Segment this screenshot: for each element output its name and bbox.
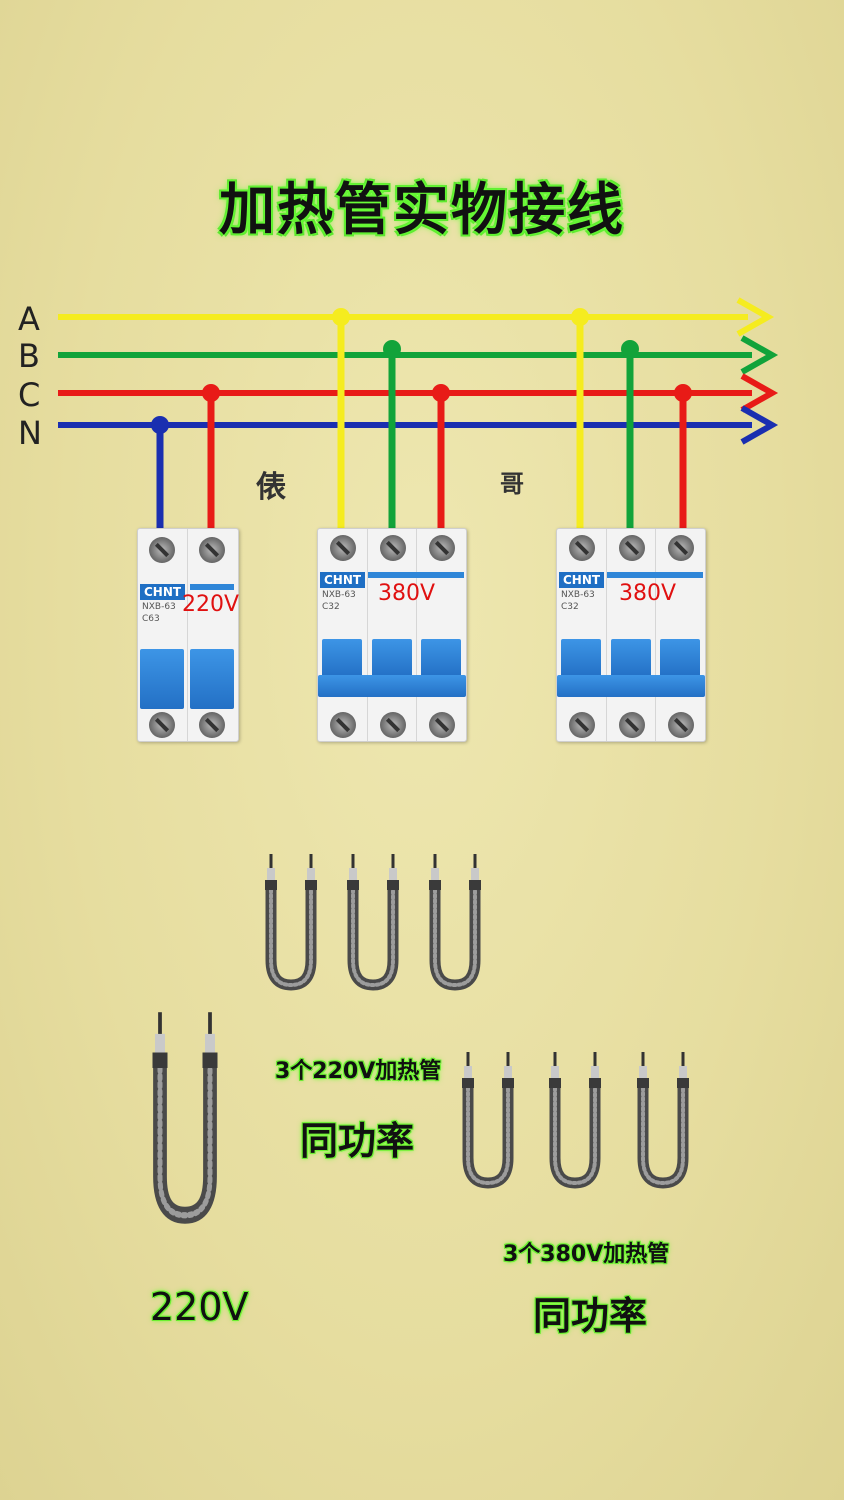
junction-dot: [151, 416, 169, 434]
screw-icon: [149, 712, 175, 738]
phase-label-a: A: [18, 300, 40, 338]
breaker-model: NXB-63: [322, 590, 356, 600]
group380-label: 3个380V加热管: [503, 1242, 670, 1267]
breaker-voltage-label: 380V: [619, 581, 677, 606]
breaker-220v: CHNT NXB-63 C63 220V: [137, 528, 239, 742]
breaker-brand: CHNT: [320, 572, 366, 588]
heater-tube-icon: [429, 854, 481, 985]
page-title: 加热管实物接线: [219, 178, 625, 243]
breaker-brand: CHNT: [140, 584, 186, 600]
screw-icon: [569, 712, 595, 738]
screw-icon: [619, 712, 645, 738]
screw-icon: [429, 712, 455, 738]
screw-icon: [619, 535, 645, 561]
junction-dot: [202, 384, 220, 402]
heater-tube-icon: [549, 1052, 601, 1183]
screw-icon: [429, 535, 455, 561]
watermark-right: 哥: [500, 470, 524, 498]
arrow-right-icon: [740, 335, 779, 375]
single220-label: 220V: [150, 1285, 249, 1329]
screw-icon: [199, 712, 225, 738]
watermark-left: 俵: [256, 470, 286, 505]
screw-icon: [199, 537, 225, 563]
group220-power-label: 同功率: [300, 1119, 415, 1163]
arrow-right-icon: [740, 405, 779, 445]
screw-icon: [668, 535, 694, 561]
phase-label-n: N: [18, 414, 42, 452]
breaker-lever[interactable]: [140, 649, 184, 709]
breaker-model: NXB-63: [561, 590, 595, 600]
breaker-brand: CHNT: [559, 572, 605, 588]
junction-dot: [332, 308, 350, 326]
heater-tube-icon: [462, 1052, 514, 1183]
screw-icon: [330, 535, 356, 561]
junction-dot: [432, 384, 450, 402]
breaker-lever[interactable]: [190, 649, 234, 709]
heater-tube-icon: [637, 1052, 689, 1183]
breaker-rating: C63: [142, 614, 160, 624]
screw-icon: [380, 712, 406, 738]
screw-icon: [668, 712, 694, 738]
breaker-model: NXB-63: [142, 602, 176, 612]
group380-power-label: 同功率: [533, 1294, 648, 1338]
junction-dot: [674, 384, 692, 402]
breaker-lever[interactable]: [318, 675, 466, 697]
screw-icon: [569, 535, 595, 561]
breaker-voltage-label: 220V: [182, 592, 240, 617]
screw-icon: [149, 537, 175, 563]
breaker-lever[interactable]: [557, 675, 705, 697]
junction-dot: [621, 340, 639, 358]
arrow-right-icon: [736, 297, 775, 337]
phase-label-c: C: [18, 376, 41, 414]
junction-dot: [571, 308, 589, 326]
breaker-rating: C32: [322, 602, 340, 612]
heater-tube-icon: [153, 1012, 218, 1215]
breaker-voltage-label: 380V: [378, 581, 436, 606]
heater-tube-icon: [265, 854, 317, 985]
arrow-right-icon: [740, 373, 779, 413]
phase-label-b: B: [18, 337, 40, 375]
junction-dot: [383, 340, 401, 358]
screw-icon: [380, 535, 406, 561]
breaker-380v-1: CHNT NXB-63 C32 380V: [317, 528, 467, 742]
heater-tube-icon: [347, 854, 399, 985]
group220-label: 3个220V加热管: [275, 1059, 442, 1084]
screw-icon: [330, 712, 356, 738]
breaker-rating: C32: [561, 602, 579, 612]
breaker-380v-2: CHNT NXB-63 C32 380V: [556, 528, 706, 742]
